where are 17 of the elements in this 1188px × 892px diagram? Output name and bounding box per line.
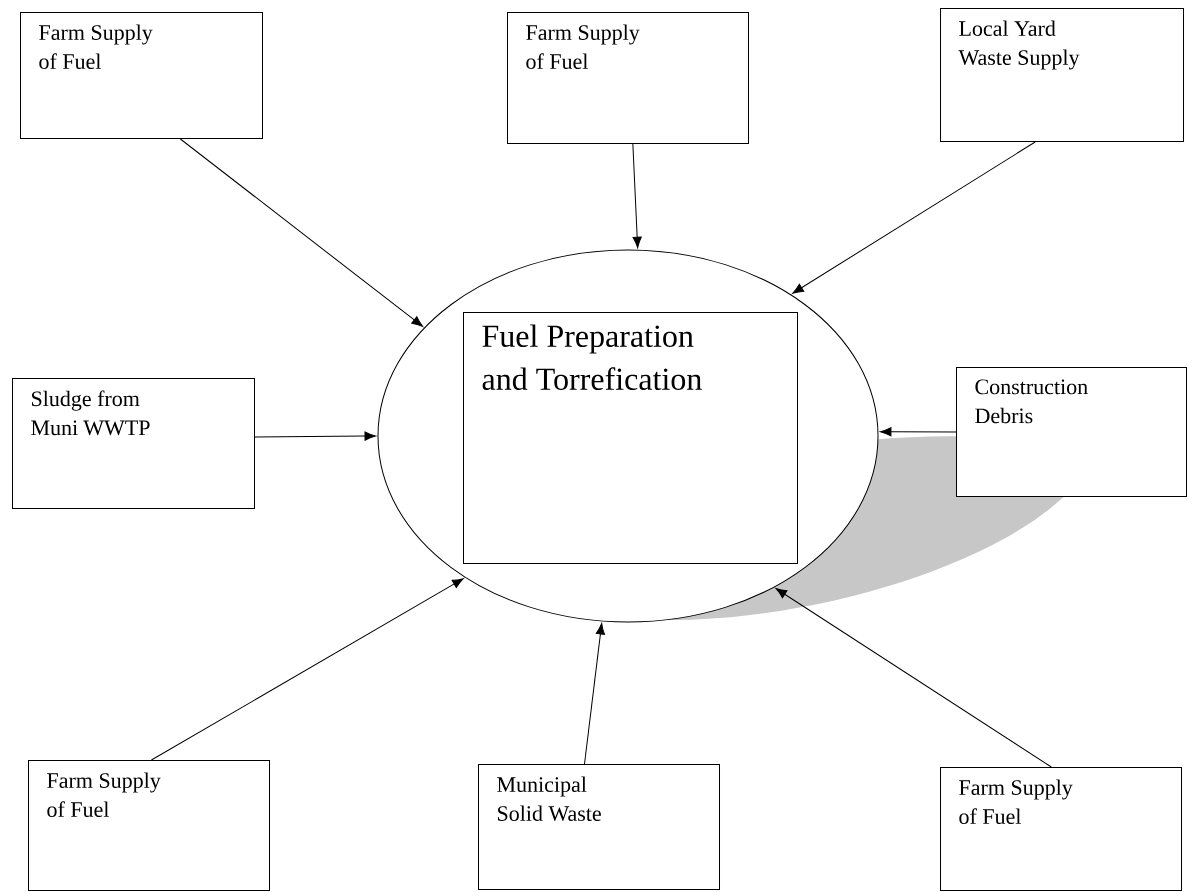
source-box: Local Yard Waste Supply	[940, 8, 1184, 142]
source-box: Municipal Solid Waste	[478, 764, 720, 890]
process-box: Fuel Preparation and Torrefication	[463, 312, 798, 564]
arrow	[792, 141, 1036, 294]
arrow	[775, 588, 1052, 768]
arrow	[879, 427, 957, 437]
arrow	[254, 431, 376, 441]
source-box: Sludge from Muni WWTP	[12, 378, 255, 509]
arrow	[150, 578, 464, 761]
source-box: Construction Debris	[956, 367, 1187, 497]
source-box: Farm Supply of Fuel	[940, 767, 1182, 891]
arrow	[632, 143, 642, 249]
source-box: Farm Supply of Fuel	[20, 12, 263, 139]
arrow	[179, 138, 424, 327]
source-box: Farm Supply of Fuel	[507, 12, 749, 144]
source-box: Farm Supply of Fuel	[28, 760, 270, 891]
arrow	[584, 623, 605, 765]
